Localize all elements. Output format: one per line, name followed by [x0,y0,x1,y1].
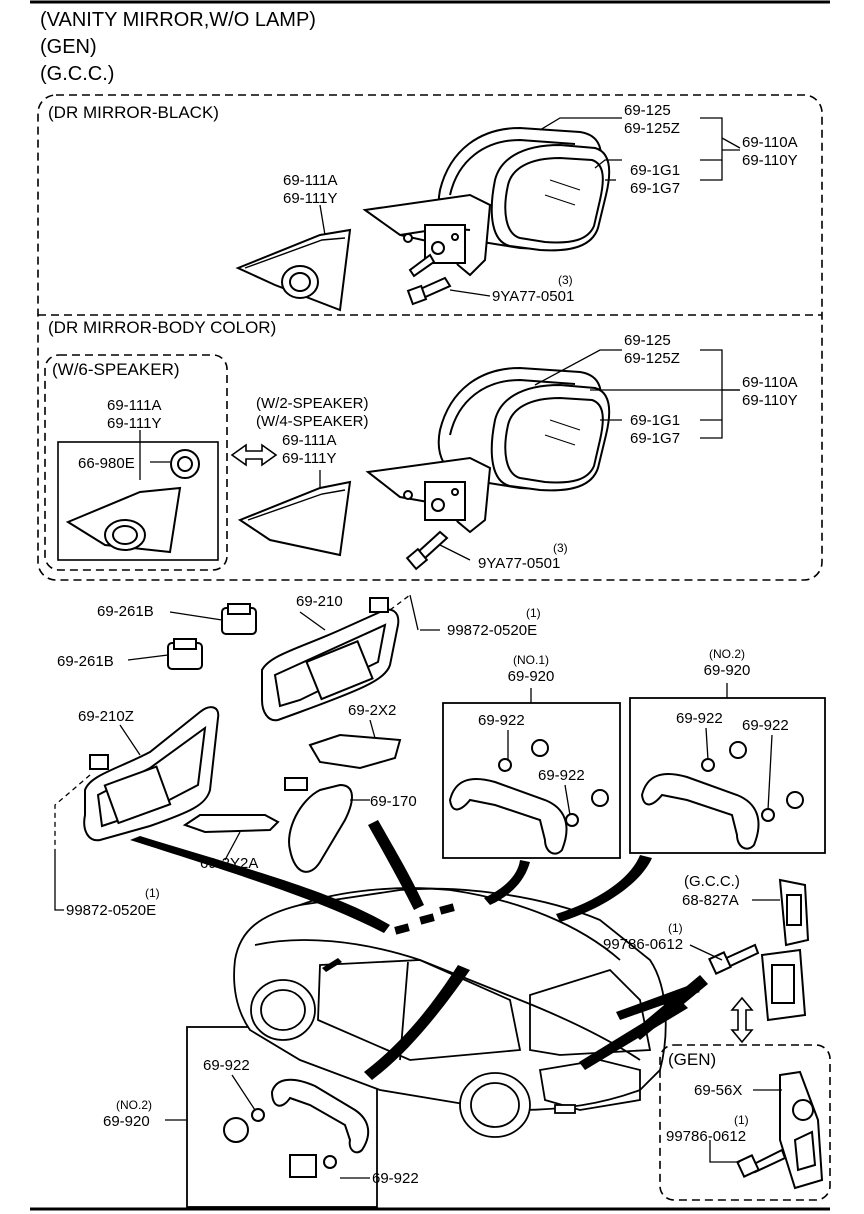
label-69-1g1-b: 69-1G1 [630,412,681,429]
leader-lines-hooks [689,899,782,1163]
screw-99786-upper [708,943,760,975]
grab-handle-no1 [448,739,609,855]
label-gcc: (G.C.C.) [684,873,740,890]
label-69-210z: 69-210Z [78,708,134,725]
label-69-110y-a: 69-110Y [742,152,798,169]
w6-speaker-region [44,354,228,571]
label-9ya77-b: 9YA77-0501 [478,555,561,572]
vehicle-body [233,887,667,1138]
label-no2-lower: (NO.2) [116,1098,152,1112]
label-99786-b: 99786-0612 [666,1128,747,1145]
speaker-66-980e [170,449,200,479]
section-dr-mirror-black: (DR MIRROR-BLACK) [46,103,221,122]
label-99872-a: 99872-0520E [447,622,538,639]
sun-visor-69-210 [261,597,400,722]
title-line-2: (GEN) [40,36,97,58]
leader-lines-upper [319,117,741,297]
label-69-922-e: 69-922 [203,1057,250,1074]
sun-visor-69-210z [83,706,220,842]
label-69-125z-a: 69-125Z [624,120,680,137]
label-99872-b: 99872-0520E [66,902,157,919]
hook-68-827a [760,878,810,1022]
console-69-2x2 [308,733,402,770]
section-gen: (GEN) [666,1050,719,1069]
section-w4-speaker: (W/4-SPEAKER) [256,413,369,430]
leader-lines-handles [165,683,773,1179]
leader-lines-lower [139,349,740,561]
label-69-125z-b: 69-125Z [624,350,680,367]
pointer-strokes [130,820,708,1080]
label-qty-3-b: (3) [553,541,568,555]
label-69-111y-a: 69-111Y [283,190,338,207]
label-69-920-no1: 69-920 [507,668,555,685]
label-69-922-a: 69-922 [478,712,525,729]
label-69-110y-b: 69-110Y [742,392,798,409]
label-69-922-d: 69-922 [742,717,789,734]
bolt-9ya77-upper [406,276,452,306]
label-69-170: 69-170 [370,793,417,810]
label-qty-1-a: (1) [526,606,541,620]
label-69-1g1-a: 69-1G1 [630,162,681,179]
interchange-arrow [230,443,278,467]
label-69-2y2a: 69-2Y2A [200,855,259,872]
label-69-210: 69-210 [296,593,343,610]
label-69-111a-b: 69-111A [282,432,337,449]
mirror-cover-w6 [65,486,182,554]
clips-69-261b [167,603,257,670]
label-qty-1-c: (1) [668,921,683,935]
section-dr-mirror-body: (DR MIRROR-BODY COLOR) [46,318,279,337]
mirror-cover-upper [235,228,352,312]
label-69-920-lower: 69-920 [103,1113,150,1130]
title-line-1: (VANITY MIRROR,W/O LAMP) [40,9,316,31]
rear-mirror-69-170 [284,777,353,873]
grab-handle-no2-lower [223,1078,370,1178]
label-69-125-a: 69-125 [624,102,671,119]
label-69-2x2: 69-2X2 [348,702,397,719]
section-w2-speaker: (W/2-SPEAKER) [256,395,369,412]
hook-69-56x [779,1070,824,1190]
label-69-111a-c: 69-111A [107,397,162,414]
door-mirror-body-color [365,366,611,534]
label-69-920-no2: 69-920 [703,662,751,679]
dr-mirror-region [37,94,823,581]
label-69-1g7-b: 69-1G7 [630,430,681,447]
mirror-cover-lower [237,480,352,557]
label-69-922-c: 69-922 [676,710,723,727]
door-mirror-black [362,126,611,278]
swap-arrow [730,996,754,1044]
label-69-56x: 69-56X [694,1082,743,1099]
label-69-1g7-a: 69-1G7 [630,180,681,197]
label-qty-1-d: (1) [734,1113,749,1127]
label-99786-a: 99786-0612 [603,936,684,953]
label-qty-1-b: (1) [145,886,160,900]
label-69-125-b: 69-125 [624,332,671,349]
label-no1: (NO.1) [513,653,549,667]
section-w6-speaker: (W/6-SPEAKER) [50,360,182,379]
label-69-261b-a: 69-261B [97,603,154,620]
label-69-110a-a: 69-110A [742,134,798,151]
label-69-111y-c: 69-111Y [107,415,162,432]
label-no2: (NO.2) [709,647,745,661]
title-line-3: (G.C.C.) [40,63,115,85]
screw-99786-lower [736,1148,787,1178]
label-66-980e: 66-980E [78,455,135,472]
handle-69-2y2a [182,814,280,834]
label-9ya77-a: 9YA77-0501 [492,288,575,305]
label-qty-3-a: (3) [558,273,573,287]
label-69-111y-b: 69-111Y [282,450,337,467]
w6-speaker-box [57,441,219,561]
bolt-9ya77-lower [405,530,449,571]
label-69-922-f: 69-922 [372,1170,419,1187]
label-69-922-b: 69-922 [538,767,585,784]
leader-lines-visor [54,594,440,911]
label-69-261b-b: 69-261B [57,653,114,670]
grab-handle-no2 [640,741,804,850]
gen-region [659,1044,831,1201]
label-69-110a-b: 69-110A [742,374,798,391]
label-68-827a: 68-827A [682,892,739,909]
label-69-111a-a: 69-111A [283,172,338,189]
